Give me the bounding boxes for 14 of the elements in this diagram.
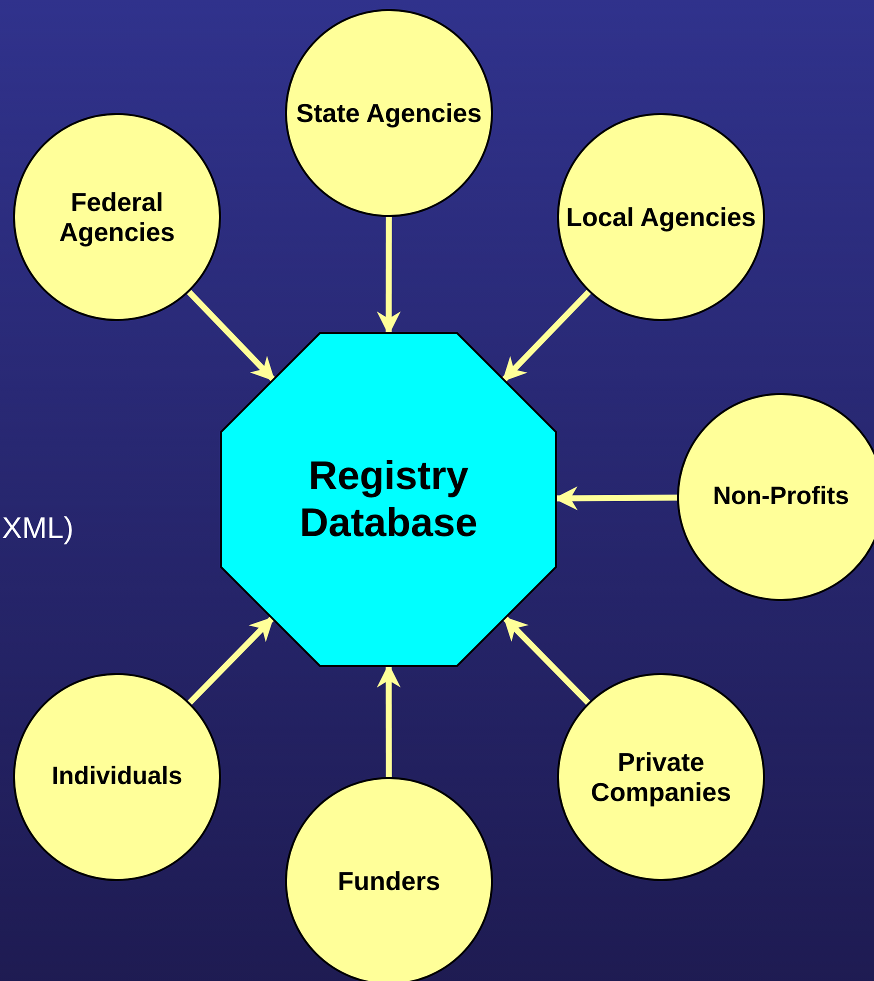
node-label: Non-Profits [712,482,850,512]
node-label: Private Companies [590,746,732,808]
arrow [186,290,276,382]
arrow [502,290,591,382]
octagon-node [220,332,557,667]
arrow [188,616,274,705]
node-label: Funders [338,866,440,896]
node-label: Registry Database [298,452,478,546]
node-label: Local Agencies [566,202,756,232]
arrow [502,616,590,705]
node-label: Individuals [52,762,182,792]
node-label: State Agencies [296,98,482,128]
text-fragment: XML) [2,512,74,546]
node-label: Federal Agencies [58,186,176,248]
